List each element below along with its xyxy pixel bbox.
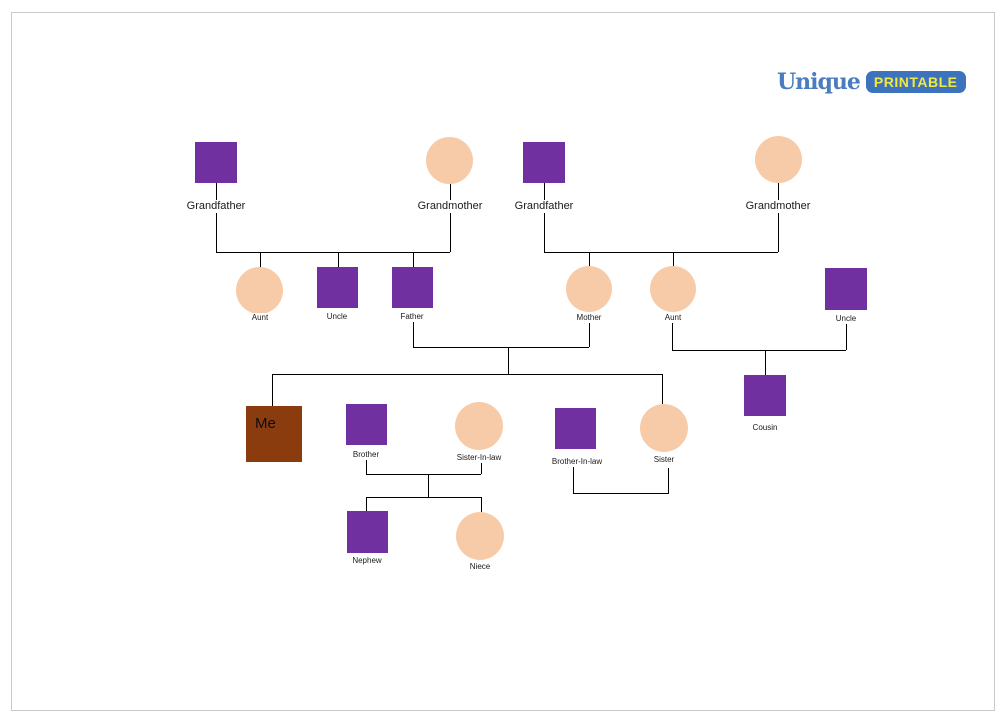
label-mother: Mother [574, 313, 604, 323]
stem-brother-in-law [573, 467, 574, 493]
logo: Unique PRINTABLE [777, 69, 966, 95]
stem-sister-lower [668, 468, 669, 493]
marriage-line-paternal-grandparents [216, 252, 450, 253]
node-grandmother-maternal-shape [755, 136, 802, 183]
marriage-line-parents [413, 347, 589, 348]
label-brother: Brother [350, 450, 382, 460]
node-aunt-paternal-shape [236, 267, 283, 314]
label-brother-in-law: Brother-In-law [549, 457, 605, 467]
node-mother-shape [566, 266, 612, 312]
drop-nephew [366, 497, 367, 511]
drop-me [272, 374, 273, 406]
label-aunt-paternal: Aunt [249, 313, 271, 323]
page-border [11, 12, 995, 711]
node-uncle-maternal-shape [825, 268, 867, 310]
node-me-shape: Me [246, 406, 302, 462]
drop-aunt-paternal [260, 252, 261, 267]
node-grandfather-paternal-shape [195, 142, 237, 183]
stem-aunt-maternal [672, 323, 673, 350]
drop-sister [662, 374, 663, 404]
label-sister: Sister [651, 455, 677, 465]
label-aunt-maternal: Aunt [662, 313, 684, 323]
node-grandfather-maternal-shape [523, 142, 565, 183]
label-sister-in-law: Sister-In-law [454, 453, 504, 463]
node-cousin-shape [744, 375, 786, 416]
stem-grandmother-maternal [778, 183, 779, 252]
drop-aunt-maternal [673, 252, 674, 266]
node-nephew-shape [347, 511, 388, 553]
stem-mother [589, 323, 590, 347]
node-brother-in-law-shape [555, 408, 596, 449]
sibling-line-nephew-niece [366, 497, 481, 498]
label-uncle-paternal: Uncle [324, 312, 350, 322]
label-grandfather-paternal: Grandfather [184, 200, 248, 213]
drop-uncle-paternal [338, 252, 339, 267]
stem-grandfather-paternal [216, 183, 217, 252]
label-nephew: Nephew [350, 556, 384, 566]
node-uncle-paternal-shape [317, 267, 358, 308]
drop-brother-children [428, 474, 429, 497]
drop-parents-children [508, 347, 509, 374]
logo-unique-text: Unique [777, 69, 861, 95]
marriage-line-maternal-grandparents [544, 252, 778, 253]
label-grandfather-maternal: Grandfather [512, 200, 576, 213]
stem-father [413, 322, 414, 347]
label-grandmother-maternal: Grandmother [743, 200, 813, 213]
stem-grandfather-maternal [544, 183, 545, 252]
label-grandmother-paternal: Grandmother [415, 200, 485, 213]
stem-uncle-maternal [846, 324, 847, 350]
stem-sister-in-law [481, 462, 482, 474]
label-father: Father [398, 312, 426, 322]
label-cousin: Cousin [750, 423, 780, 433]
logo-printable-badge: PRINTABLE [865, 71, 966, 93]
node-sister-in-law-shape [455, 402, 503, 450]
node-brother-shape [346, 404, 387, 445]
stem-grandmother-paternal [450, 184, 451, 252]
drop-niece [481, 497, 482, 512]
node-aunt-maternal-shape [650, 266, 696, 312]
drop-father [413, 252, 414, 267]
drop-cousin [765, 350, 766, 375]
node-father-shape [392, 267, 433, 308]
label-niece: Niece [467, 562, 493, 572]
drop-mother [589, 252, 590, 266]
node-grandmother-paternal-shape [426, 137, 473, 184]
marriage-line-aunt-uncle [672, 350, 846, 351]
sibling-line [272, 374, 662, 375]
marriage-line-sister [573, 493, 669, 494]
node-niece-shape [456, 512, 504, 560]
marriage-line-brother [366, 474, 481, 475]
stem-brother [366, 460, 367, 474]
node-sister-shape [640, 404, 688, 452]
node-me-label: Me [255, 415, 276, 432]
label-uncle-maternal: Uncle [833, 314, 859, 324]
